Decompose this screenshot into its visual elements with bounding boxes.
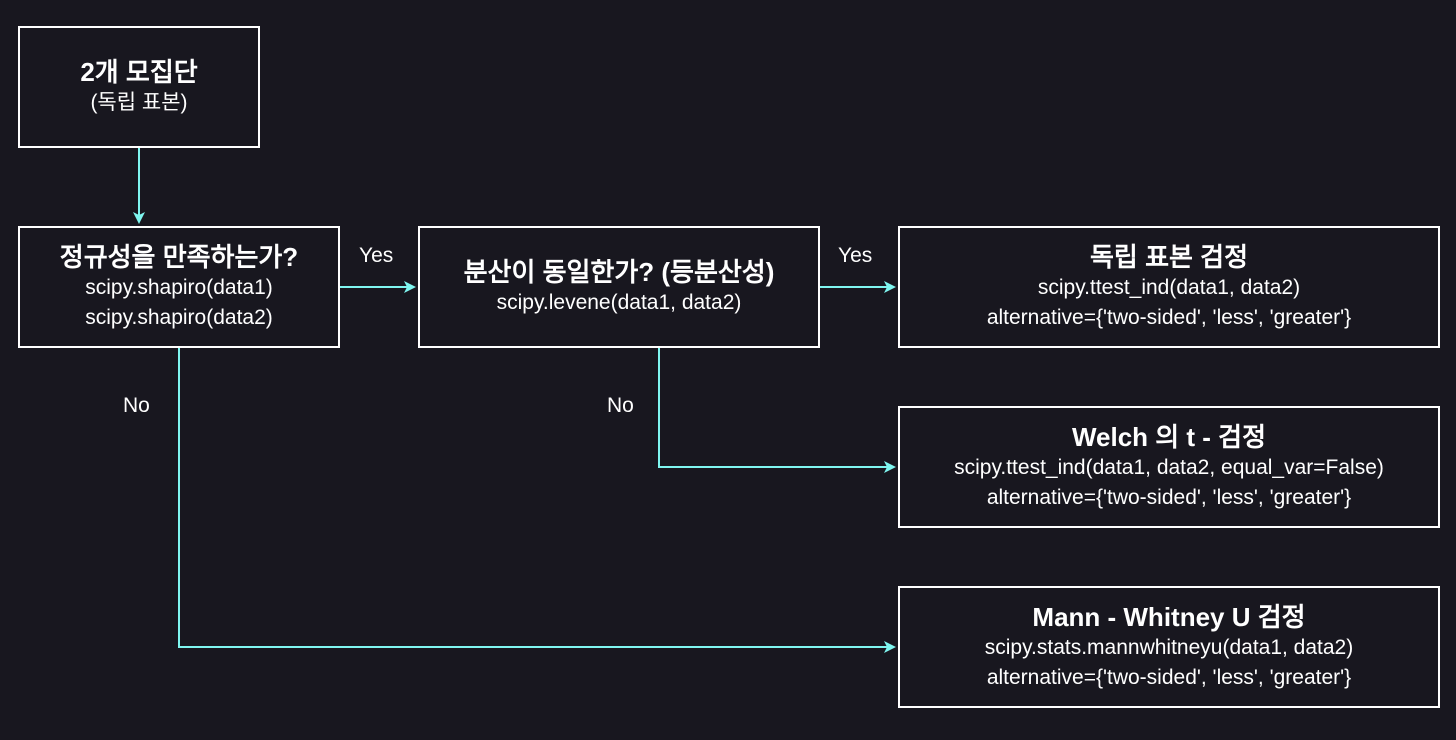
- edge-variance-to-welch: [658, 348, 896, 473]
- edge-label-normality-no: No: [123, 394, 150, 417]
- node-ttest-line-2: alternative={'two-sided', 'less', 'great…: [986, 305, 1352, 329]
- node-welch-line-2: alternative={'two-sided', 'less', 'great…: [986, 485, 1352, 509]
- node-variance-title: 분산이 동일한가? (등분산성): [463, 256, 775, 287]
- node-normality-line-2: scipy.shapiro(data2): [85, 305, 273, 329]
- node-normality-line-1: scipy.shapiro(data1): [85, 276, 273, 300]
- node-variance: 분산이 동일한가? (등분산성) scipy.levene(data1, dat…: [418, 226, 820, 348]
- node-ttest-line-1: scipy.ttest_ind(data1, data2): [1037, 276, 1301, 300]
- node-normality: 정규성을 만족하는가? scipy.shapiro(data1) scipy.s…: [18, 226, 340, 348]
- node-start: 2개 모집단 (독립 표본): [18, 26, 260, 148]
- node-ttest-title: 독립 표본 검정: [1090, 242, 1248, 273]
- node-mannwhitney-line-1: scipy.stats.mannwhitneyu(data1, data2): [984, 636, 1354, 660]
- node-mannwhitney: Mann - Whitney U 검정 scipy.stats.mannwhit…: [898, 586, 1440, 708]
- node-mannwhitney-title: Mann - Whitney U 검정: [1032, 602, 1306, 633]
- edge-label-variance-yes: Yes: [838, 244, 873, 267]
- node-welch-title: Welch 의 t - 검정: [1071, 422, 1267, 453]
- node-normality-title: 정규성을 만족하는가?: [59, 242, 299, 273]
- node-variance-line-1: scipy.levene(data1, data2): [496, 290, 742, 314]
- edge-normality-to-mannwhitney: [178, 348, 896, 653]
- node-start-title: 2개 모집단: [80, 56, 198, 87]
- edge-label-normality-yes: Yes: [359, 244, 394, 267]
- node-welch: Welch 의 t - 검정 scipy.ttest_ind(data1, da…: [898, 406, 1440, 528]
- node-start-line-1: (독립 표본): [90, 90, 188, 114]
- edge-label-variance-no: No: [607, 394, 634, 417]
- node-welch-line-1: scipy.ttest_ind(data1, data2, equal_var=…: [954, 456, 1384, 480]
- node-ttest: 독립 표본 검정 scipy.ttest_ind(data1, data2) a…: [898, 226, 1440, 348]
- node-mannwhitney-line-2: alternative={'two-sided', 'less', 'great…: [986, 665, 1352, 689]
